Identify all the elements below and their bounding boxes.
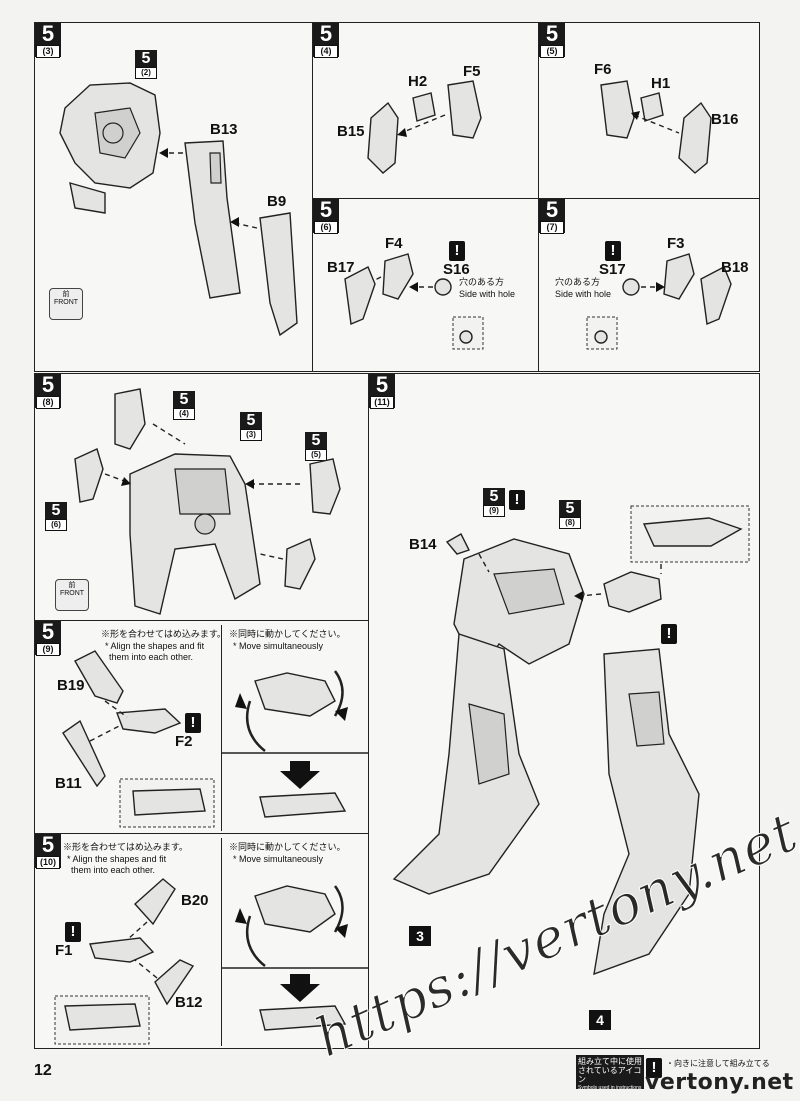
shoulder-parts-drawing [600,80,712,174]
step-badge: 5(8) [35,374,61,409]
reference-step-badge: 5(6) [45,502,67,531]
move-note-jp: ※同時に動かしてください。 [229,629,346,639]
reference-step-badge: 5(8) [559,500,581,529]
part-label-b11: B11 [55,775,82,792]
part-label-b14: B14 [409,536,437,553]
caution-icon: ! [449,241,465,261]
step-badge: 5(5) [539,23,565,58]
torso-shoulders-assembly-drawing [74,388,341,615]
step-5-4-panel: 5(4) H2 F5 B15 [312,22,540,200]
leg-label-3: 3 [409,926,431,946]
reference-step-badge: 5(4) [173,391,195,420]
hole-side-note-en: Side with hole [459,289,516,299]
part-label-b13: B13 [210,121,238,138]
armor-parts-drawing [344,253,484,350]
part-label-s17: S17 [599,261,626,278]
caution-icon: ! [661,624,677,644]
part-label-s16: S16 [443,261,470,278]
step-badge: 5(11) [369,374,395,409]
step-5-5-panel: 5(5) F6 H1 B16 [538,22,760,200]
align-note-en-line1: * Align the shapes and fit [105,641,205,651]
reference-step-badge: 5(9) [483,488,505,517]
hole-side-note-jp: 穴のある方 [555,277,601,287]
icon-legend: 組み立て中に使用 されているアイコン Symbols used in instr… [576,1055,644,1091]
caution-legend-icon: ! [646,1058,662,1078]
move-note-en: * Move simultaneously [233,641,324,651]
hole-side-note-en: Side with hole [555,289,612,299]
leg-label-4: 4 [589,1010,611,1030]
move-note-en: * Move simultaneously [233,854,324,864]
part-label-f5: F5 [463,63,481,80]
align-note-jp: ※形を合わせてはめ込みます。 [101,629,226,639]
waist-legs-assembly-drawing [392,505,750,976]
caution-icon: ! [605,241,621,261]
divider [221,838,223,1046]
step-badge: 5(9) [35,621,61,656]
part-label-b18: B18 [721,259,749,276]
step-5-7-panel: 5(7) ! S17 穴のある方 Side with hole F3 B18 [538,198,760,372]
part-label-f6: F6 [594,61,612,78]
align-note-en-line2: them into each other. [71,865,156,875]
step-badge: 5(7) [539,199,565,234]
part-label-f4: F4 [385,235,403,252]
step-5-11-panel: 5(11) 5(9) ! 5(8) B14 ! 3 4 [368,373,760,1049]
step-badge: 5(10) [35,834,61,869]
align-note-jp: ※形を合わせてはめ込みます。 [63,842,188,852]
step-badge: 5(6) [313,199,339,234]
hole-side-note-jp: 穴のある方 [459,277,505,287]
move-note-jp: ※同時に動かしてください。 [229,842,346,852]
divider [221,625,223,831]
part-label-f3: F3 [667,235,685,252]
part-label-b16: B16 [711,111,739,128]
step-badge: 5(3) [35,23,61,58]
part-label-b9: B9 [267,193,287,210]
caution-legend-text: ・向きに注意して組み立てる [666,1059,770,1068]
align-note-en-line2: them into each other. [109,652,194,662]
backpack-parts-drawing [54,878,371,1045]
part-label-h1: H1 [651,75,671,92]
brand-logo: vertony.net [645,1070,794,1095]
caution-icon: ! [65,922,81,942]
armor-parts-drawing [586,253,732,350]
shoulder-parts-drawing [367,80,482,174]
step-5-9-panel: 5(9) ※形を合わせてはめ込みます。 * Align the shapes a… [34,620,371,834]
step-5-6-panel: 5(6) B17 F4 ! S16 穴のある方 Side with hole [312,198,540,372]
part-label-b19: B19 [57,677,85,694]
part-label-b20: B20 [181,892,209,909]
backpack-parts-drawing [62,650,371,828]
step-badge: 5(4) [313,23,339,58]
step-5-10-panel: 5(10) ※形を合わせてはめ込みます。 * Align the shapes … [34,833,371,1049]
part-label-b15: B15 [337,123,365,140]
part-label-b12: B12 [175,994,203,1011]
page-number: 12 [34,1062,52,1079]
part-label-b17: B17 [327,259,355,276]
align-note-en-line1: * Align the shapes and fit [67,854,167,864]
part-label-f2: F2 [175,733,193,750]
reference-step-badge: 5(3) [240,412,262,441]
reference-step-badge: 5(5) [305,432,327,461]
torso-assembly-drawing [59,82,298,337]
part-label-f1: F1 [55,942,73,959]
part-label-h2: H2 [408,73,428,90]
caution-icon: ! [509,490,525,510]
caution-icon: ! [185,713,201,733]
reference-step-badge: 5(2) [135,50,157,79]
